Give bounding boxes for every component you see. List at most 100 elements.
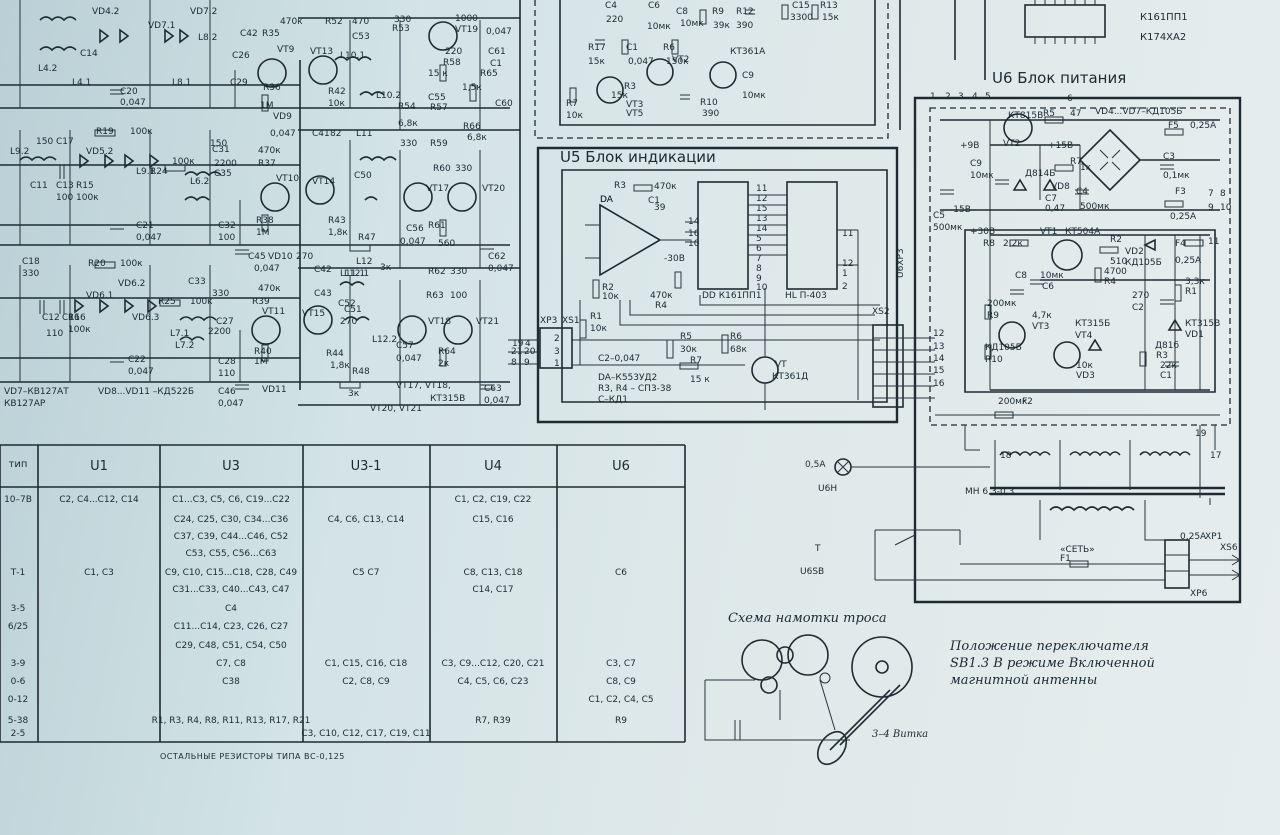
label-u6-71: 0,25А xyxy=(1180,532,1207,542)
label-u6-43: R1 xyxy=(1185,287,1197,297)
label-u3-top-9: 390 xyxy=(736,21,754,31)
chip-k161pp1-lines xyxy=(1024,0,1106,44)
label-u5-pins-24: 12 xyxy=(842,259,854,269)
label-u6-14: 10мк xyxy=(970,171,994,181)
label-row2-7: C11 xyxy=(30,181,48,191)
label-u6-16: VD8 xyxy=(1051,182,1070,192)
switch-note-1: Положение переключателя xyxy=(950,639,1149,654)
label-top-mid-3: R53 xyxy=(392,24,410,34)
switch-note-2: SB1.3 В режиме Включенной xyxy=(950,656,1155,671)
label-row2-16: 2200 xyxy=(214,159,237,169)
table-cell-4-u31: C5 C7 xyxy=(352,568,380,578)
table-header-2: U3 xyxy=(222,459,240,474)
label-row3-13: C33 xyxy=(188,277,206,287)
label-u6-27: R8 xyxy=(983,239,995,249)
label-u6-68: U6SB xyxy=(800,567,825,577)
label-row3-10: 100к xyxy=(68,325,91,335)
label-u6-4: +9В xyxy=(960,141,980,151)
label-row2-42: 330 xyxy=(400,139,418,149)
label-row3-52: 0,047 xyxy=(484,396,510,406)
label-u5-pins-14: 15 xyxy=(756,204,768,214)
label-u5-5: R2 xyxy=(602,283,614,293)
label-row3-38: 1,8к xyxy=(330,361,350,371)
label-row2-41: 0,047 xyxy=(400,237,426,247)
label-u5-2: C1 xyxy=(648,196,661,206)
label-top-left-7: C14 xyxy=(80,49,98,59)
label-u5-4: DA xyxy=(600,195,613,205)
label-u5-pins-7: 3 xyxy=(554,347,560,357)
label-u5-pins-16: 14 xyxy=(756,224,768,234)
label-row3-35: L12.2 xyxy=(372,335,398,345)
label-u3-top-31: 10мк xyxy=(742,91,766,101)
label-u6-9: C3 xyxy=(1163,152,1176,162)
table-cell-2-u3: C37, C39, C44...C46, C52 xyxy=(173,532,289,542)
label-u3-top-18: R6 xyxy=(663,43,675,53)
table-cell-9-u4: C3, C9...C12, C20, C21 xyxy=(441,659,545,669)
label-u5-22: R3, R4 – СП3-38 xyxy=(598,384,672,394)
label-row3-31: 0,047 xyxy=(218,399,244,409)
label-row3-34: L12.1 xyxy=(344,269,370,279)
label-row3-30: C46 xyxy=(218,387,236,397)
label-u6-67: T xyxy=(815,544,821,554)
label-u5-pins-6: 2 xyxy=(554,334,560,344)
label-top-left-10: R35 xyxy=(262,29,280,39)
label-row3-50: 2к xyxy=(438,359,450,369)
label-row3-42: 0,047 xyxy=(396,354,422,364)
label-row2-17: C21 xyxy=(136,221,154,231)
label-u6-pins-18: 19 xyxy=(1195,429,1207,439)
table-cell-10-u6: C8, C9 xyxy=(606,677,636,687)
label-row3-46: 100 xyxy=(450,291,468,301)
label-u3-top-7: 39к xyxy=(713,21,730,31)
u5-header: U5 Блок индикации xyxy=(560,148,716,166)
chip-label-2: К174ХА2 xyxy=(1140,32,1187,43)
label-row3-15: VD6.3 xyxy=(132,313,160,323)
label-u3-top-1: 220 xyxy=(606,15,624,25)
opamp-label: DA xyxy=(600,195,613,205)
label-u6-pins-2: 3 xyxy=(958,92,964,102)
table-footnote: ОСТАЛЬНЫЕ РЕЗИСТОРЫ ТИПА ВС-0,125 xyxy=(160,752,345,761)
label-u3-top-0: C4 xyxy=(605,1,618,11)
u6-header: U6 Блок питания xyxy=(992,69,1127,87)
label-u3-top-28: R10 xyxy=(700,98,718,108)
label-row2-15: C35 xyxy=(214,169,232,179)
label-row2-0: C17 xyxy=(56,137,74,147)
label-row3-25: 470к xyxy=(258,284,281,294)
label-top-mid-13: 220 xyxy=(445,47,463,57)
label-u3-top-24: VT2 xyxy=(672,55,690,65)
label-u6-pins-10: 11 xyxy=(1208,237,1220,247)
table-header-3: U3-1 xyxy=(350,459,382,474)
label-u6-72: XP1 xyxy=(1205,532,1223,542)
label-u6-60: 22к xyxy=(1160,361,1177,371)
label-row3-54: 270 xyxy=(340,317,358,327)
label-u3-top-16: C1 xyxy=(626,43,639,53)
label-row3-37: R44 xyxy=(326,349,344,359)
label-u5-pins-10: 16 xyxy=(688,229,700,239)
label-u6-63: F2 xyxy=(1022,397,1033,407)
label-u6-40: 4700 xyxy=(1104,267,1127,277)
label-u6-53: VD1 xyxy=(1185,330,1204,340)
label-top-mid-0: R52 xyxy=(325,17,343,27)
label-top-mid-26: 1000 xyxy=(455,14,478,24)
switch-note-3: магнитной антенны xyxy=(950,673,1098,688)
label-u5-pins-0: 4 xyxy=(525,339,531,349)
label-u5-pins-12: 11 xyxy=(756,184,768,194)
label-row3-47: VT18 xyxy=(428,317,452,327)
label-u5-pins-21: 9 xyxy=(756,274,762,284)
label-u6-58: Д81б xyxy=(1155,341,1180,351)
table-header-0: тип xyxy=(8,459,28,470)
label-u6-pins-3: 4 xyxy=(972,92,978,102)
table-cell-7-type: 6/25 xyxy=(7,622,29,632)
table-cell-4-u1: C1, C3 xyxy=(84,568,114,578)
label-u6-36: 0,25А xyxy=(1175,256,1202,266)
table-cell-0-u1: C2, C4...C12, C14 xyxy=(59,495,139,505)
label-u5-7: 470к xyxy=(650,291,673,301)
label-u5-pins-17: 5 xyxy=(756,234,762,244)
label-top-mid-21: 6,8к xyxy=(467,133,487,143)
label-top-mid-24: C61 xyxy=(488,47,506,57)
label-u5-pins-4: 8 xyxy=(511,358,517,368)
label-top-mid-17: R57 xyxy=(430,103,448,113)
label-u5-pins-19: 7 xyxy=(756,254,762,264)
label-u5-pins-5: 9 xyxy=(524,358,530,368)
label-row3-3: 100к xyxy=(120,259,143,269)
